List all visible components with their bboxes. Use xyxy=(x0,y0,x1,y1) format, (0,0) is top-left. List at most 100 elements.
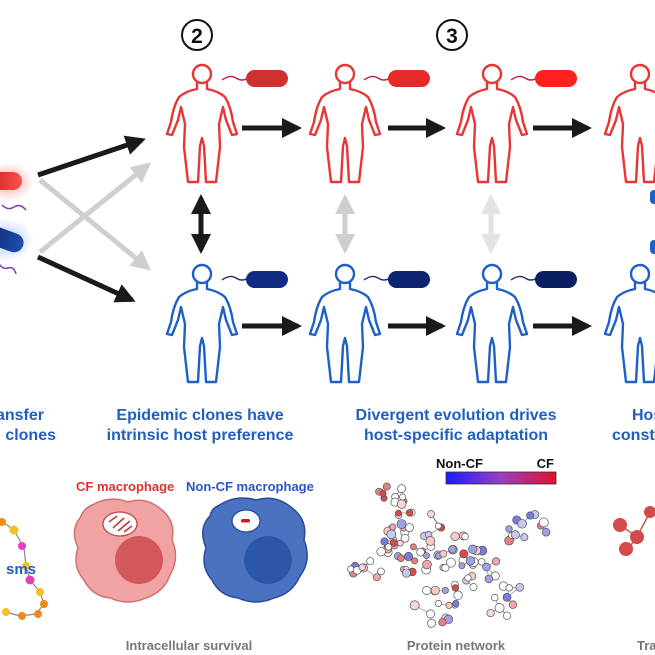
red-bacterium-icon xyxy=(0,172,22,190)
network-node xyxy=(423,552,430,559)
noncf-human-icon xyxy=(455,263,529,384)
network-node xyxy=(426,609,436,619)
col4-heading-line2: constr xyxy=(612,427,655,444)
network-node xyxy=(486,609,495,618)
footers: Intracellular survival Protein network T… xyxy=(126,638,655,653)
network-node xyxy=(410,543,417,551)
network-node xyxy=(502,592,512,602)
network-node xyxy=(526,511,535,520)
network-node xyxy=(430,585,440,596)
network-node xyxy=(541,527,551,537)
network-node xyxy=(491,593,499,602)
network-node xyxy=(396,499,407,509)
network-node xyxy=(445,557,456,568)
network-node xyxy=(405,509,414,517)
col3-heading-line1: Divergent evolution drives xyxy=(356,407,557,424)
col3-heading-line2: host-specific adaptation xyxy=(364,427,548,444)
network-node xyxy=(441,586,449,594)
left-network: sms xyxy=(0,518,48,620)
network-node xyxy=(382,482,391,491)
cf-macrophage-label: CF macrophage xyxy=(76,479,174,494)
colorbar-right-label: CF xyxy=(537,456,554,471)
network-node xyxy=(517,518,527,529)
network-node xyxy=(422,585,432,595)
network-node xyxy=(411,557,419,565)
left-heading-line2: clones xyxy=(5,427,56,444)
network-node xyxy=(494,603,505,613)
cf-bacteria xyxy=(221,70,577,87)
network-node xyxy=(427,618,436,628)
network-node xyxy=(505,525,513,533)
network-node xyxy=(358,563,366,571)
headings: ansfer clones Epidemic clones have intri… xyxy=(0,407,655,444)
network-node xyxy=(439,549,448,558)
network-node xyxy=(347,565,355,573)
network-node xyxy=(484,574,494,584)
cf-macrophage-cell xyxy=(73,498,177,603)
horizontal-arrows xyxy=(242,118,592,336)
network-node xyxy=(441,563,450,572)
light-arrow-up xyxy=(38,162,152,254)
step-badge-2: 2 xyxy=(181,19,213,51)
network-node xyxy=(434,522,442,530)
network-node xyxy=(396,519,407,530)
network-node xyxy=(405,523,414,533)
colorbar-gradient xyxy=(445,471,557,485)
footer-col3: Protein network xyxy=(407,638,506,653)
network-node xyxy=(452,600,460,608)
col2-heading-line1: Epidemic clones have xyxy=(116,407,283,424)
network-node xyxy=(427,510,435,518)
network-node xyxy=(491,557,501,566)
network-node xyxy=(515,583,525,592)
partial-blue-icon xyxy=(650,240,655,254)
light-arrow-down xyxy=(38,178,152,271)
step-number: 3 xyxy=(446,25,458,48)
dark-arrow-up xyxy=(37,135,146,178)
red-bacterium-icon xyxy=(246,70,288,87)
protein-network xyxy=(347,482,551,628)
network-node xyxy=(451,584,460,592)
network-node xyxy=(510,530,520,540)
blue-bacterium-icon xyxy=(535,271,577,288)
network-node xyxy=(400,533,410,543)
network-node xyxy=(469,583,478,592)
network-node xyxy=(409,600,420,611)
vertical-arrows xyxy=(191,194,501,254)
network-node xyxy=(403,551,414,562)
network-node xyxy=(402,568,411,578)
network-node xyxy=(482,562,491,572)
blue-flagellum xyxy=(0,263,17,275)
right-network-fragment xyxy=(613,506,655,556)
colorbar-left-label: Non-CF xyxy=(436,456,483,471)
col4-heading-line1: Hos xyxy=(632,407,655,424)
dark-arrow-down xyxy=(36,254,136,303)
blue-bacterium-icon xyxy=(388,271,430,288)
partial-blue-icon xyxy=(650,190,655,204)
network-node xyxy=(453,590,463,600)
step-number: 2 xyxy=(191,25,203,48)
cf-human-icon xyxy=(603,63,655,184)
network-node xyxy=(448,545,457,554)
network-node xyxy=(438,618,447,627)
macrophage-panel: CF macrophage Non-CF macrophage xyxy=(73,479,314,603)
network-node xyxy=(377,567,385,576)
network-node xyxy=(425,536,436,546)
network-node xyxy=(389,523,397,531)
network-node xyxy=(505,584,513,592)
footer-col4: Tra xyxy=(637,638,655,653)
colorbar: Non-CF CF xyxy=(436,456,557,485)
network-node xyxy=(458,562,466,570)
network-node xyxy=(386,529,397,540)
network-node xyxy=(380,537,389,546)
network-node xyxy=(395,509,402,517)
left-network-label: sms xyxy=(6,561,36,578)
network-node xyxy=(468,544,478,554)
noncf-human-icon xyxy=(308,263,382,384)
network-node xyxy=(465,556,476,566)
noncf-macrophage-label: Non-CF macrophage xyxy=(186,479,314,494)
network-node xyxy=(376,546,386,557)
red-bacterium-icon xyxy=(388,70,430,87)
network-node xyxy=(372,573,381,582)
cf-human-icon xyxy=(455,63,529,184)
noncf-bacteria xyxy=(221,271,577,288)
